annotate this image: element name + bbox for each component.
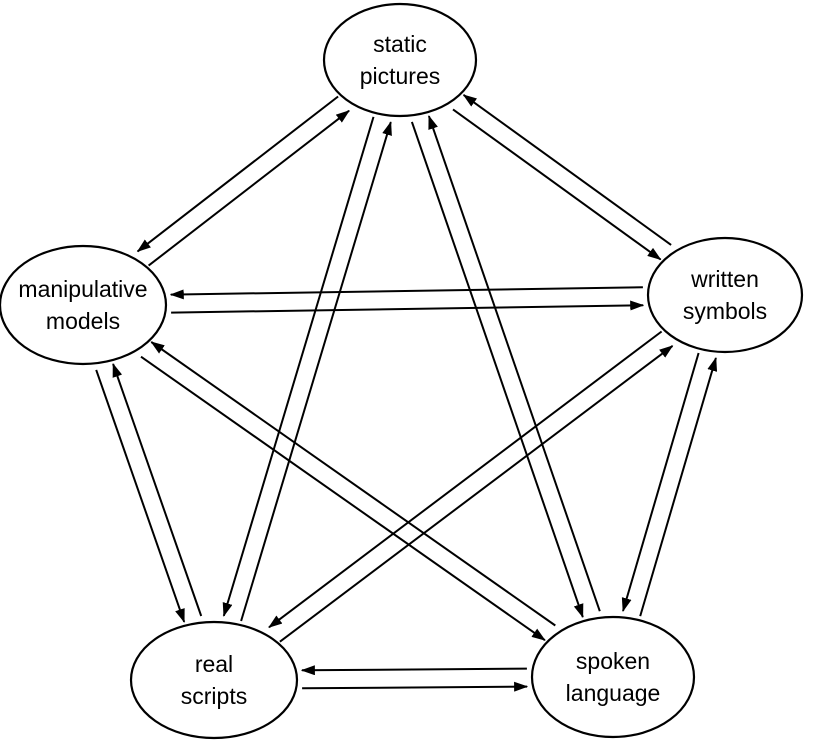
node-label-static-pictures: pictures (360, 63, 441, 89)
node-static-pictures: static pictures (322, 2, 478, 118)
arrow-static-pictures-to-spoken-language (410, 121, 584, 619)
arrow-manipulative-models-to-spoken-language (140, 355, 546, 642)
arrow-static-pictures-to-real-scripts (222, 116, 375, 617)
node-label-written-symbols: written (690, 266, 759, 292)
arrow-written-symbols-to-real-scripts (268, 330, 663, 629)
node-label-written-symbols: symbols (683, 298, 767, 324)
node-label-real-scripts: real (195, 651, 233, 677)
arrow-manipulative-models-to-written-symbols (171, 300, 645, 314)
arrow-spoken-language-to-real-scripts (300, 665, 527, 676)
node-ellipse-static-pictures (322, 2, 478, 118)
node-ellipse-manipulative-models (0, 244, 168, 366)
node-ellipse-written-symbols (646, 236, 804, 354)
arrow-manipulative-models-to-real-scripts (95, 369, 186, 623)
arrow-static-pictures-to-written-symbols (452, 108, 662, 261)
node-spoken-language: spoken language (530, 615, 696, 739)
node-label-real-scripts: scripts (181, 683, 247, 709)
node-ellipse-real-scripts (129, 620, 299, 740)
node-label-spoken-language: spoken (576, 648, 650, 674)
arrow-manipulative-models-to-static-pictures (147, 109, 350, 267)
node-written-symbols: written symbols (646, 236, 804, 354)
arrow-written-symbols-to-manipulative-models (169, 286, 643, 300)
node-label-static-pictures: static (373, 31, 427, 57)
edges-layer (95, 94, 718, 692)
arrow-spoken-language-to-manipulative-models (150, 341, 556, 627)
arrow-real-scripts-to-spoken-language (302, 681, 529, 692)
node-real-scripts: real scripts (129, 620, 299, 740)
node-ellipse-spoken-language (530, 615, 696, 739)
node-label-manipulative-models: models (46, 308, 120, 334)
arrow-spoken-language-to-written-symbols (639, 357, 718, 617)
arrow-real-scripts-to-manipulative-models (112, 363, 203, 617)
node-label-spoken-language: language (566, 680, 661, 706)
arrow-written-symbols-to-static-pictures (462, 94, 672, 246)
node-label-manipulative-models: manipulative (18, 276, 147, 302)
arrow-real-scripts-to-static-pictures (240, 121, 392, 622)
arrow-written-symbols-to-spoken-language (621, 352, 700, 612)
arrow-static-pictures-to-manipulative-models (136, 95, 339, 253)
node-manipulative-models: manipulative models (0, 244, 168, 366)
nodes-layer: static pictures manipulative models written s… (0, 2, 804, 740)
arrow-spoken-language-to-static-pictures (427, 115, 601, 612)
arrow-real-scripts-to-written-symbols (279, 345, 674, 643)
